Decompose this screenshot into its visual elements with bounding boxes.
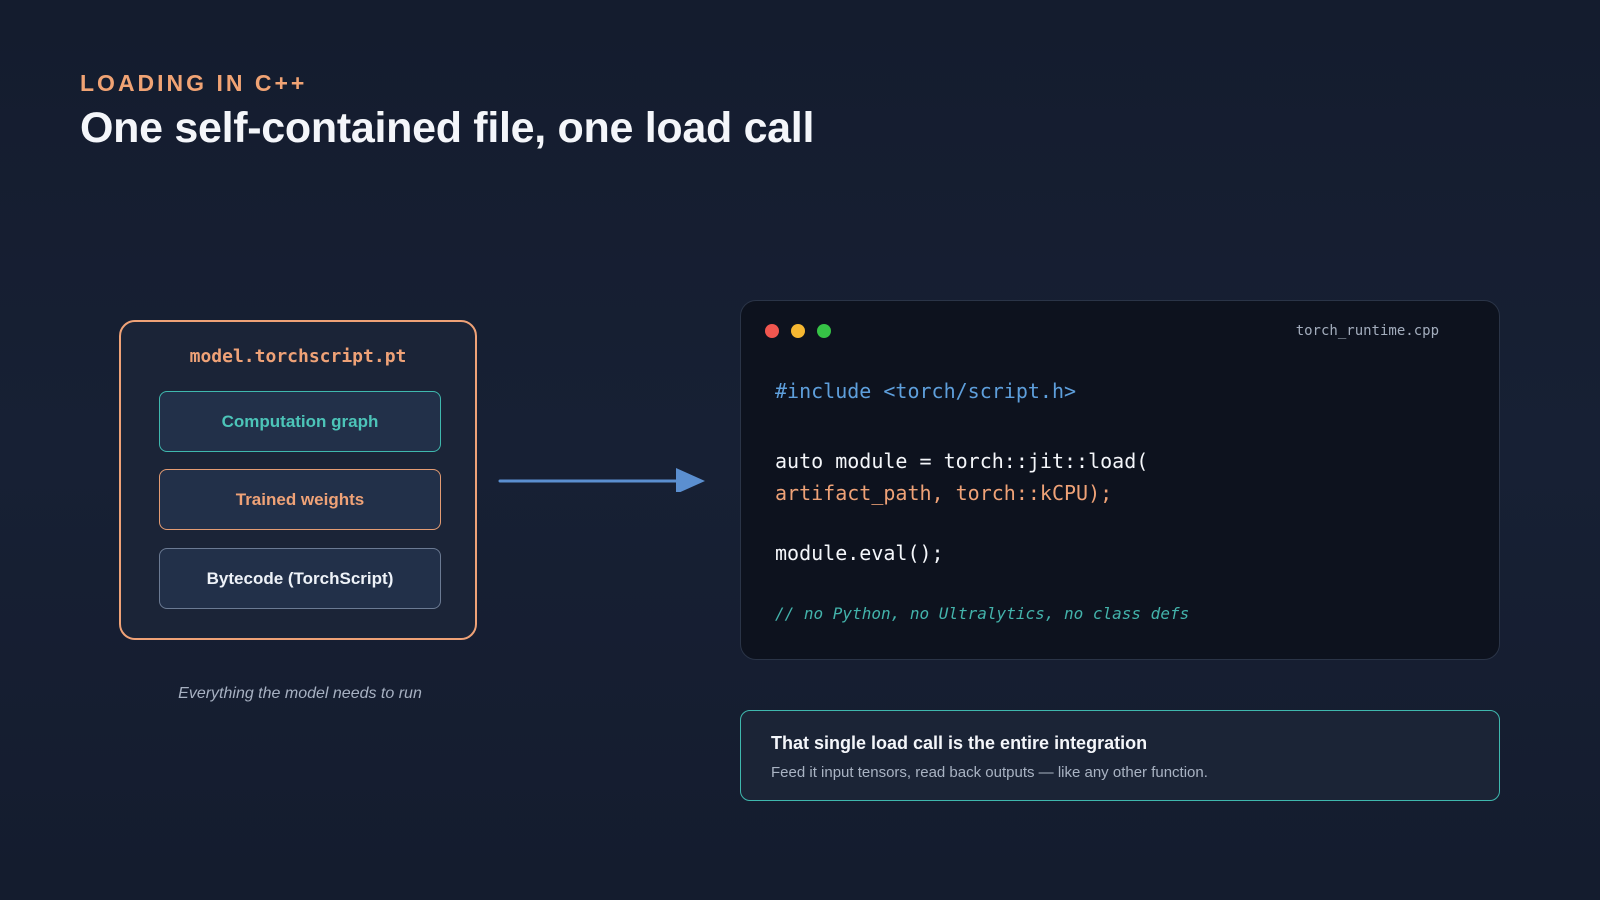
arrow-right-icon [498, 468, 705, 492]
code-line-load: auto module = torch::jit::load( [775, 449, 1149, 473]
code-line-include: #include <torch/script.h> [775, 379, 1077, 403]
page-title: One self-contained file, one load call [80, 104, 815, 152]
part-bytecode: Bytecode (TorchScript) [159, 548, 441, 609]
code-line-eval: module.eval(); [775, 541, 944, 565]
model-filename: model.torchscript.pt [189, 346, 407, 367]
code-filename: torch_runtime.cpp [1295, 323, 1439, 339]
part-computation-graph: Computation graph [159, 391, 441, 452]
minimize-dot-icon [791, 324, 805, 338]
callout-title: That single load call is the entire inte… [771, 733, 1148, 753]
code-line-comment: // no Python, no Ultralytics, no class d… [775, 604, 1190, 623]
code-line-args: artifact_path, torch::kCPU); [775, 481, 1113, 505]
code-window: torch_runtime.cpp #include <torch/script… [740, 300, 1500, 660]
close-dot-icon [765, 324, 779, 338]
model-file-card: model.torchscript.pt Computation graph T… [119, 320, 477, 640]
integration-callout: That single load call is the entire inte… [740, 710, 1500, 801]
file-card-caption: Everything the model needs to run [178, 685, 422, 702]
section-kicker: LOADING IN C++ [80, 70, 308, 96]
part-trained-weights: Trained weights [159, 469, 441, 530]
maximize-dot-icon [817, 324, 831, 338]
callout-body: Feed it input tensors, read back outputs… [771, 764, 1208, 781]
